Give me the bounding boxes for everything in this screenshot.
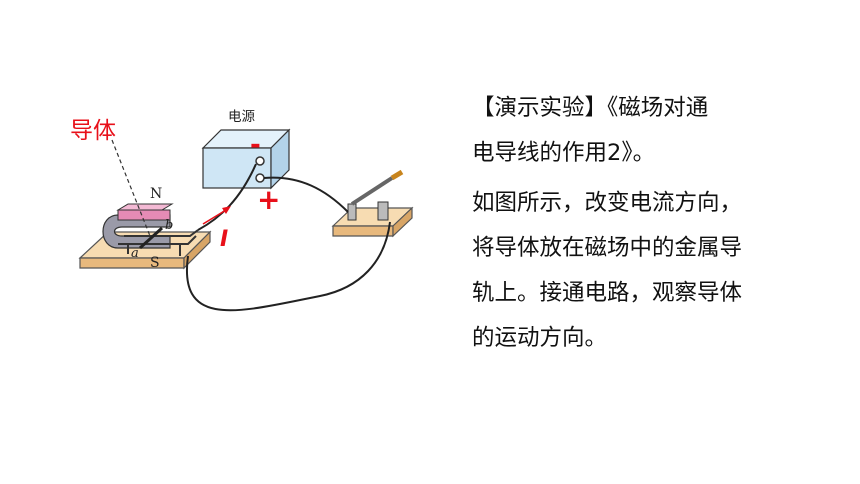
experiment-description: 【演示实验】《磁场对通 电导线的作用2》。 如图所示，改变电流方向， 将导体放在… <box>472 86 802 361</box>
conductor-pointer-line <box>111 139 151 237</box>
rail-b-label: b <box>165 218 173 233</box>
metal-rails <box>118 229 199 256</box>
positive-terminal <box>255 173 265 183</box>
power-supply-box <box>201 128 291 190</box>
text-line-1: 【演示实验】《磁场对通 <box>472 95 709 121</box>
current-label: I <box>220 227 228 252</box>
current-arrow <box>202 206 231 225</box>
text-line-4: 将导体放在磁场中的金属导 <box>472 235 743 261</box>
power-supply-label: 电源 <box>228 109 255 125</box>
plus-sign: + <box>257 183 280 216</box>
negative-terminal <box>255 156 265 166</box>
text-line-6: 的运动方向。 <box>472 325 608 351</box>
conductor-rod <box>138 226 164 250</box>
text-line-3: 如图所示，改变电流方向， <box>472 190 743 216</box>
circuit-wires <box>185 163 391 312</box>
rail-a-label: a <box>131 246 139 261</box>
pole-s-label: S <box>150 255 160 271</box>
text-line-2: 电导线的作用2》。 <box>472 140 656 166</box>
text-line-5: 轨上。接通电路，观察导体 <box>472 280 743 306</box>
conductor-label: 导体 <box>70 118 116 144</box>
pole-n-label: N <box>150 186 162 202</box>
knife-switch <box>331 169 414 238</box>
minus-sign: - <box>250 130 261 160</box>
experiment-diagram: 导体 电源 - + I N S a b <box>70 109 414 312</box>
horseshoe-magnet <box>102 203 174 249</box>
